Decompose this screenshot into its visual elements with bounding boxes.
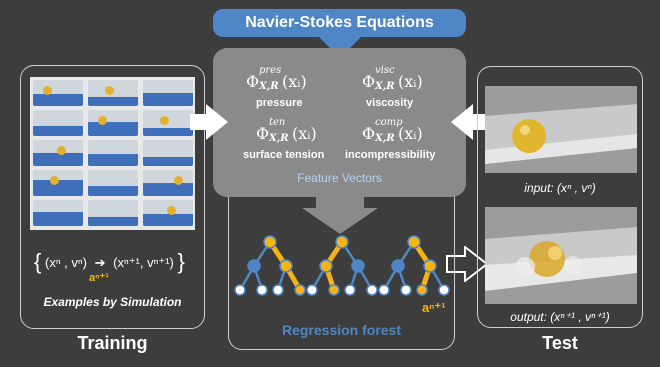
- test-input-scene: [485, 86, 637, 173]
- feature-vectors-label: Feature Vectors: [297, 171, 382, 185]
- tree-node: [438, 284, 450, 296]
- state-next: (xⁿ⁺¹, vⁿ⁺¹): [113, 255, 174, 270]
- pressure-label: pressure: [256, 97, 303, 109]
- tree-node: [272, 284, 284, 296]
- tree-node: [263, 235, 277, 249]
- feature-to-forest-arrow-icon: [302, 196, 378, 234]
- training-title: Training: [77, 333, 148, 353]
- simulation-thumbnail: [88, 170, 138, 196]
- tree-node: [234, 284, 246, 296]
- test-output-image: [485, 207, 637, 304]
- tree-node: [256, 284, 268, 296]
- tree-node: [416, 284, 428, 296]
- simulation-thumbnails: [30, 77, 195, 230]
- tree-node: [378, 284, 390, 296]
- simulation-thumbnail: [33, 140, 83, 166]
- forest-output-label: aⁿ⁺¹: [422, 300, 446, 315]
- surface-tension-feature-formula: Φ ten X,R (xᵢ): [256, 117, 317, 144]
- tree-node: [391, 259, 405, 273]
- simulation-thumbnail: [33, 80, 83, 106]
- tree-node: [344, 284, 356, 296]
- training-sequence: { (xⁿ , vⁿ) ➔ (xⁿ⁺¹, vⁿ⁺¹) }: [34, 249, 185, 275]
- test-panel: [477, 66, 643, 328]
- simulation-thumbnail: [143, 110, 193, 136]
- regression-forest-label: Regression forest: [281, 322, 402, 338]
- simulation-thumbnail: [143, 80, 193, 106]
- simulation-thumbnail: [33, 170, 83, 196]
- test-input-image: [485, 86, 637, 173]
- simulation-thumbnail: [88, 80, 138, 106]
- pressure-feature-formula: Φ pres X,R (xᵢ): [246, 65, 307, 92]
- simulation-thumbnail: [33, 200, 83, 226]
- state-current: (xⁿ , vⁿ): [44, 255, 87, 270]
- brace-open: {: [34, 249, 42, 274]
- banner-down-arrow-icon: [318, 36, 362, 58]
- simulation-thumbnail: [143, 140, 193, 166]
- brace-close: }: [177, 249, 185, 274]
- test-output-scene: [485, 207, 637, 304]
- training-caption: Examples by Simulation: [43, 295, 182, 309]
- test-output-caption: output: (xⁿ⁺¹ , vⁿ⁺¹): [510, 310, 610, 324]
- tree-node: [306, 284, 318, 296]
- tree-node: [335, 235, 349, 249]
- viscosity-label: viscosity: [366, 97, 414, 109]
- simulation-thumbnail: [88, 110, 138, 136]
- incompressibility-label: incompressibility: [345, 149, 436, 161]
- arrow-icon: ➔: [94, 255, 106, 270]
- regression-forest-trees: [234, 235, 450, 296]
- tree-node: [328, 284, 340, 296]
- test-title: Test: [542, 333, 578, 353]
- tree-node: [400, 284, 412, 296]
- tree-node: [279, 259, 293, 273]
- tree-node: [423, 259, 437, 273]
- simulation-thumbnail: [88, 140, 138, 166]
- tree-node: [247, 259, 261, 273]
- tree-node: [407, 235, 421, 249]
- feature-box: [213, 48, 466, 197]
- simulation-thumbnail: [33, 110, 83, 136]
- simulation-thumbnail: [143, 200, 193, 226]
- viscosity-feature-formula: Φ visc X,R (xᵢ): [362, 65, 423, 92]
- incompressibility-feature-formula: Φ comp X,R (xᵢ): [362, 117, 423, 144]
- training-acceleration-label: aⁿ⁺¹: [89, 272, 109, 284]
- test-to-features-arrow-icon: [451, 104, 489, 140]
- training-to-features-arrow-icon: [190, 104, 228, 140]
- navier-stokes-banner: Navier-Stokes Equations: [213, 9, 466, 37]
- test-input-caption: input: (xⁿ , vⁿ): [524, 181, 596, 195]
- forest-to-output-arrow-icon: [446, 246, 489, 282]
- tree-node: [319, 259, 333, 273]
- tree-node: [351, 259, 365, 273]
- tree-node: [294, 284, 306, 296]
- surface-tension-label: surface tension: [243, 149, 325, 161]
- training-panel: [20, 65, 205, 329]
- tree-node: [366, 284, 378, 296]
- simulation-thumbnail: [143, 170, 193, 196]
- simulation-thumbnail: [88, 200, 138, 226]
